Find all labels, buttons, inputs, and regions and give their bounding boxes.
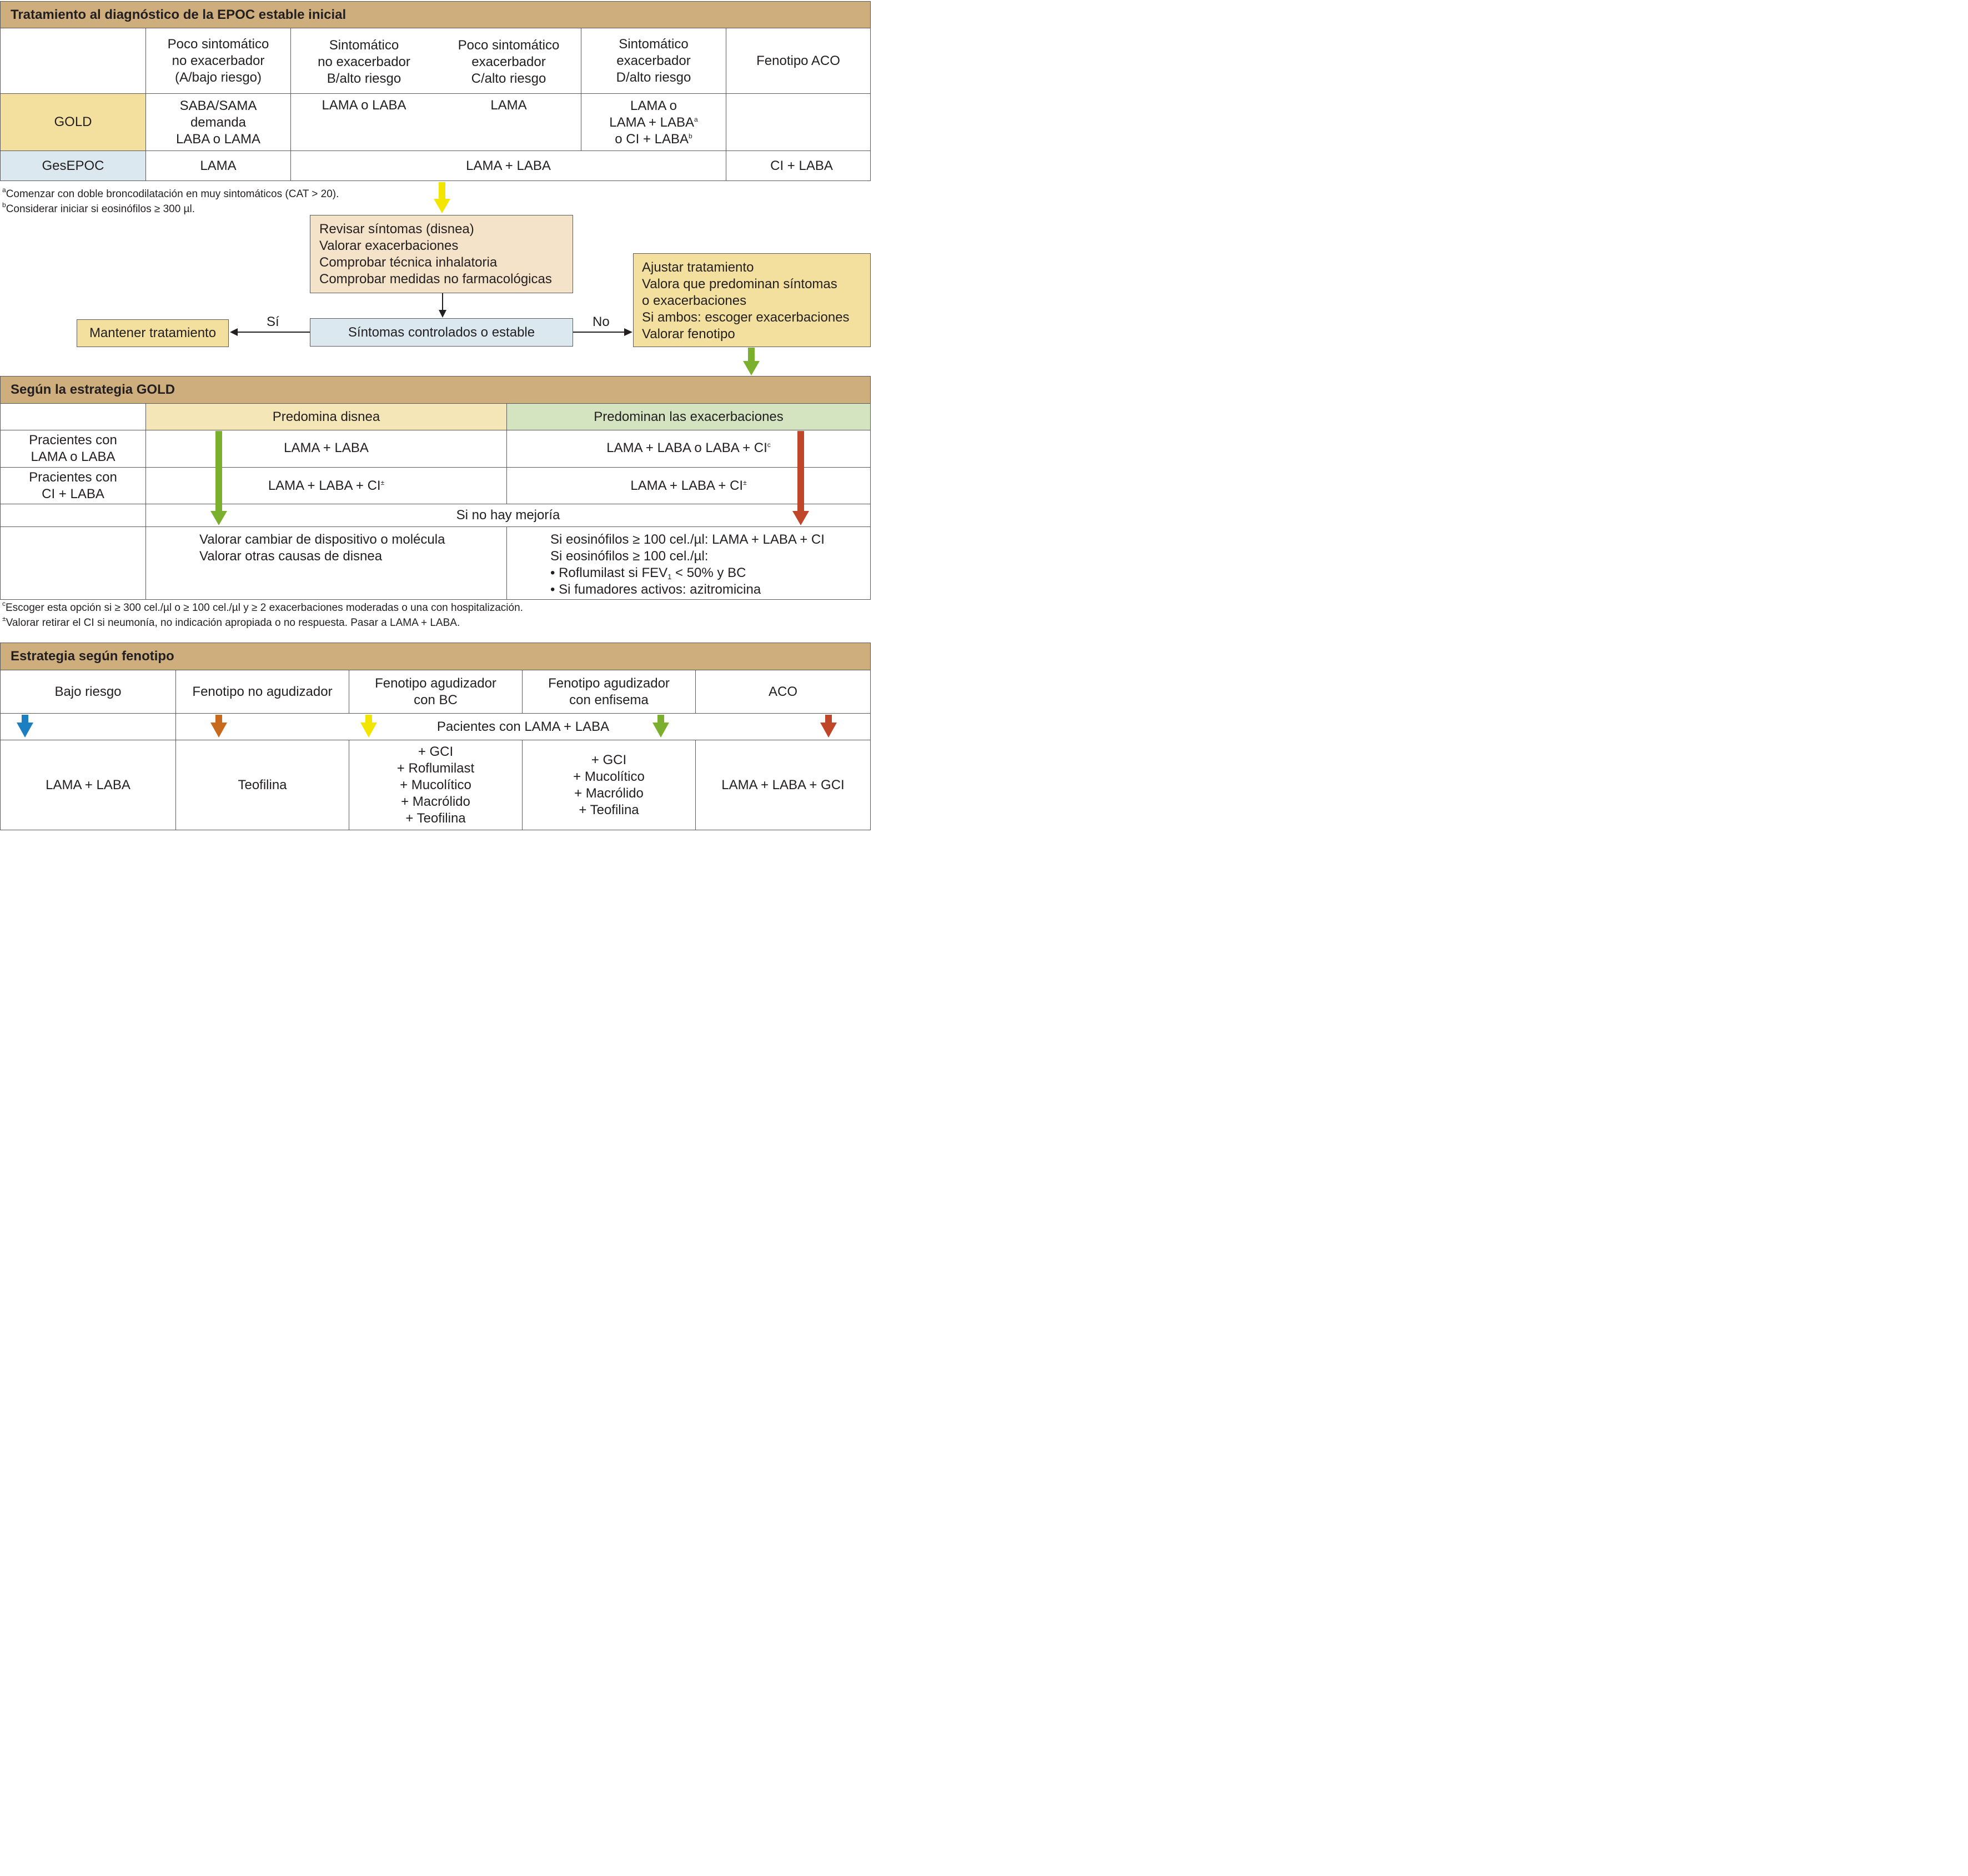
s1-col-c: Poco sintomático exacerbador C/alto ries… — [458, 38, 560, 86]
yes-arrow — [230, 328, 310, 336]
s3-col-agudizador-enfisema: Fenotipo agudizador con enfisema — [522, 670, 696, 714]
section3-header: Estrategia según fenotipo — [0, 643, 871, 670]
adjust-box: Ajustar tratamiento Valora que predomina… — [633, 253, 871, 347]
gold-d-cell: LAMA o LAMA + LABAa o CI + LABAb — [581, 93, 726, 151]
orange-arrow-no-agudizador — [210, 715, 227, 738]
red-arrow-aco — [820, 715, 837, 738]
s3-treat-aco: LAMA + LABA + GCI — [695, 740, 871, 830]
no-arrow — [573, 328, 632, 336]
gesepoc-aco-cell: CI + LABA — [726, 151, 871, 181]
section1-title: Tratamiento al diagnóstico de la EPOC es… — [11, 7, 347, 22]
section2-header: Según la estrategia GOLD — [0, 376, 871, 404]
gesepoc-label-cell: GesEPOC — [0, 151, 146, 181]
green-arrow-disnea — [210, 431, 227, 525]
s3-treat-agudizador-enfisema: + GCI + Mucolítico + Macrólido + Teofili… — [522, 740, 696, 830]
s2-exac-actions: Si eosinófilos ≥ 100 cel./µl: LAMA + LAB… — [506, 526, 871, 600]
s3-treat-no-agudizador: Teofilina — [175, 740, 349, 830]
green-arrow-agudizador-enfisema — [652, 715, 669, 738]
footnote-pm: ±Valorar retirar el CI si neumonía, no i… — [2, 615, 460, 629]
yellow-arrow-to-review — [434, 182, 450, 213]
gesepoc-bcd-cell: LAMA + LABA — [290, 151, 726, 181]
gold-label-cell: GOLD — [0, 93, 146, 151]
blue-arrow-bajo-riesgo — [17, 715, 33, 738]
green-arrow-to-gold — [743, 348, 760, 375]
section2-title: Según la estrategia GOLD — [11, 382, 175, 397]
review-to-decision-arrow — [439, 293, 446, 318]
footnote-c: cEscoger esta opción si ≥ 300 cel./µl o … — [2, 600, 523, 614]
gold-b-text: LAMA o LABA — [322, 98, 406, 113]
s2-row2-label: Pracientes con CI + LABA — [0, 467, 146, 504]
s2-col-exac: Predominan las exacerbaciones — [506, 403, 871, 430]
no-label: No — [593, 314, 610, 329]
section1-header: Tratamiento al diagnóstico de la EPOC es… — [0, 1, 871, 28]
gold-c-text: LAMA — [490, 98, 527, 113]
s1-col-a: Poco sintomático no exacerbador (A/bajo … — [145, 28, 291, 94]
s2-disnea-actions: Valorar cambiar de dispositivo o molécul… — [145, 526, 507, 600]
arrows-overlay — [17, 182, 837, 738]
s3-treat-agudizador-bc: + GCI + Roflumilast + Mucolítico + Macró… — [349, 740, 523, 830]
yes-label: Sí — [267, 314, 279, 329]
review-box: Revisar síntomas (disnea) Valorar exacer… — [310, 215, 573, 293]
maintain-box: Mantener tratamiento — [77, 319, 229, 347]
decision-box: Síntomas controlados o estable — [310, 318, 573, 347]
s3-treat-bajo-riesgo: LAMA + LABA — [0, 740, 176, 830]
s2-row1-label: Pracientes con LAMA o LABA — [0, 430, 146, 468]
yellow-arrow-agudizador-bc — [360, 715, 377, 738]
s1-col-b: Sintomático no exacerbador B/alto riesgo — [318, 38, 410, 86]
footnote-b: bConsiderar iniciar si eosinófilos ≥ 300… — [2, 201, 195, 215]
footnote-a: aComenzar con doble broncodilatación en … — [2, 186, 339, 200]
section3-title: Estrategia según fenotipo — [11, 649, 174, 664]
red-arrow-exac — [792, 431, 809, 525]
